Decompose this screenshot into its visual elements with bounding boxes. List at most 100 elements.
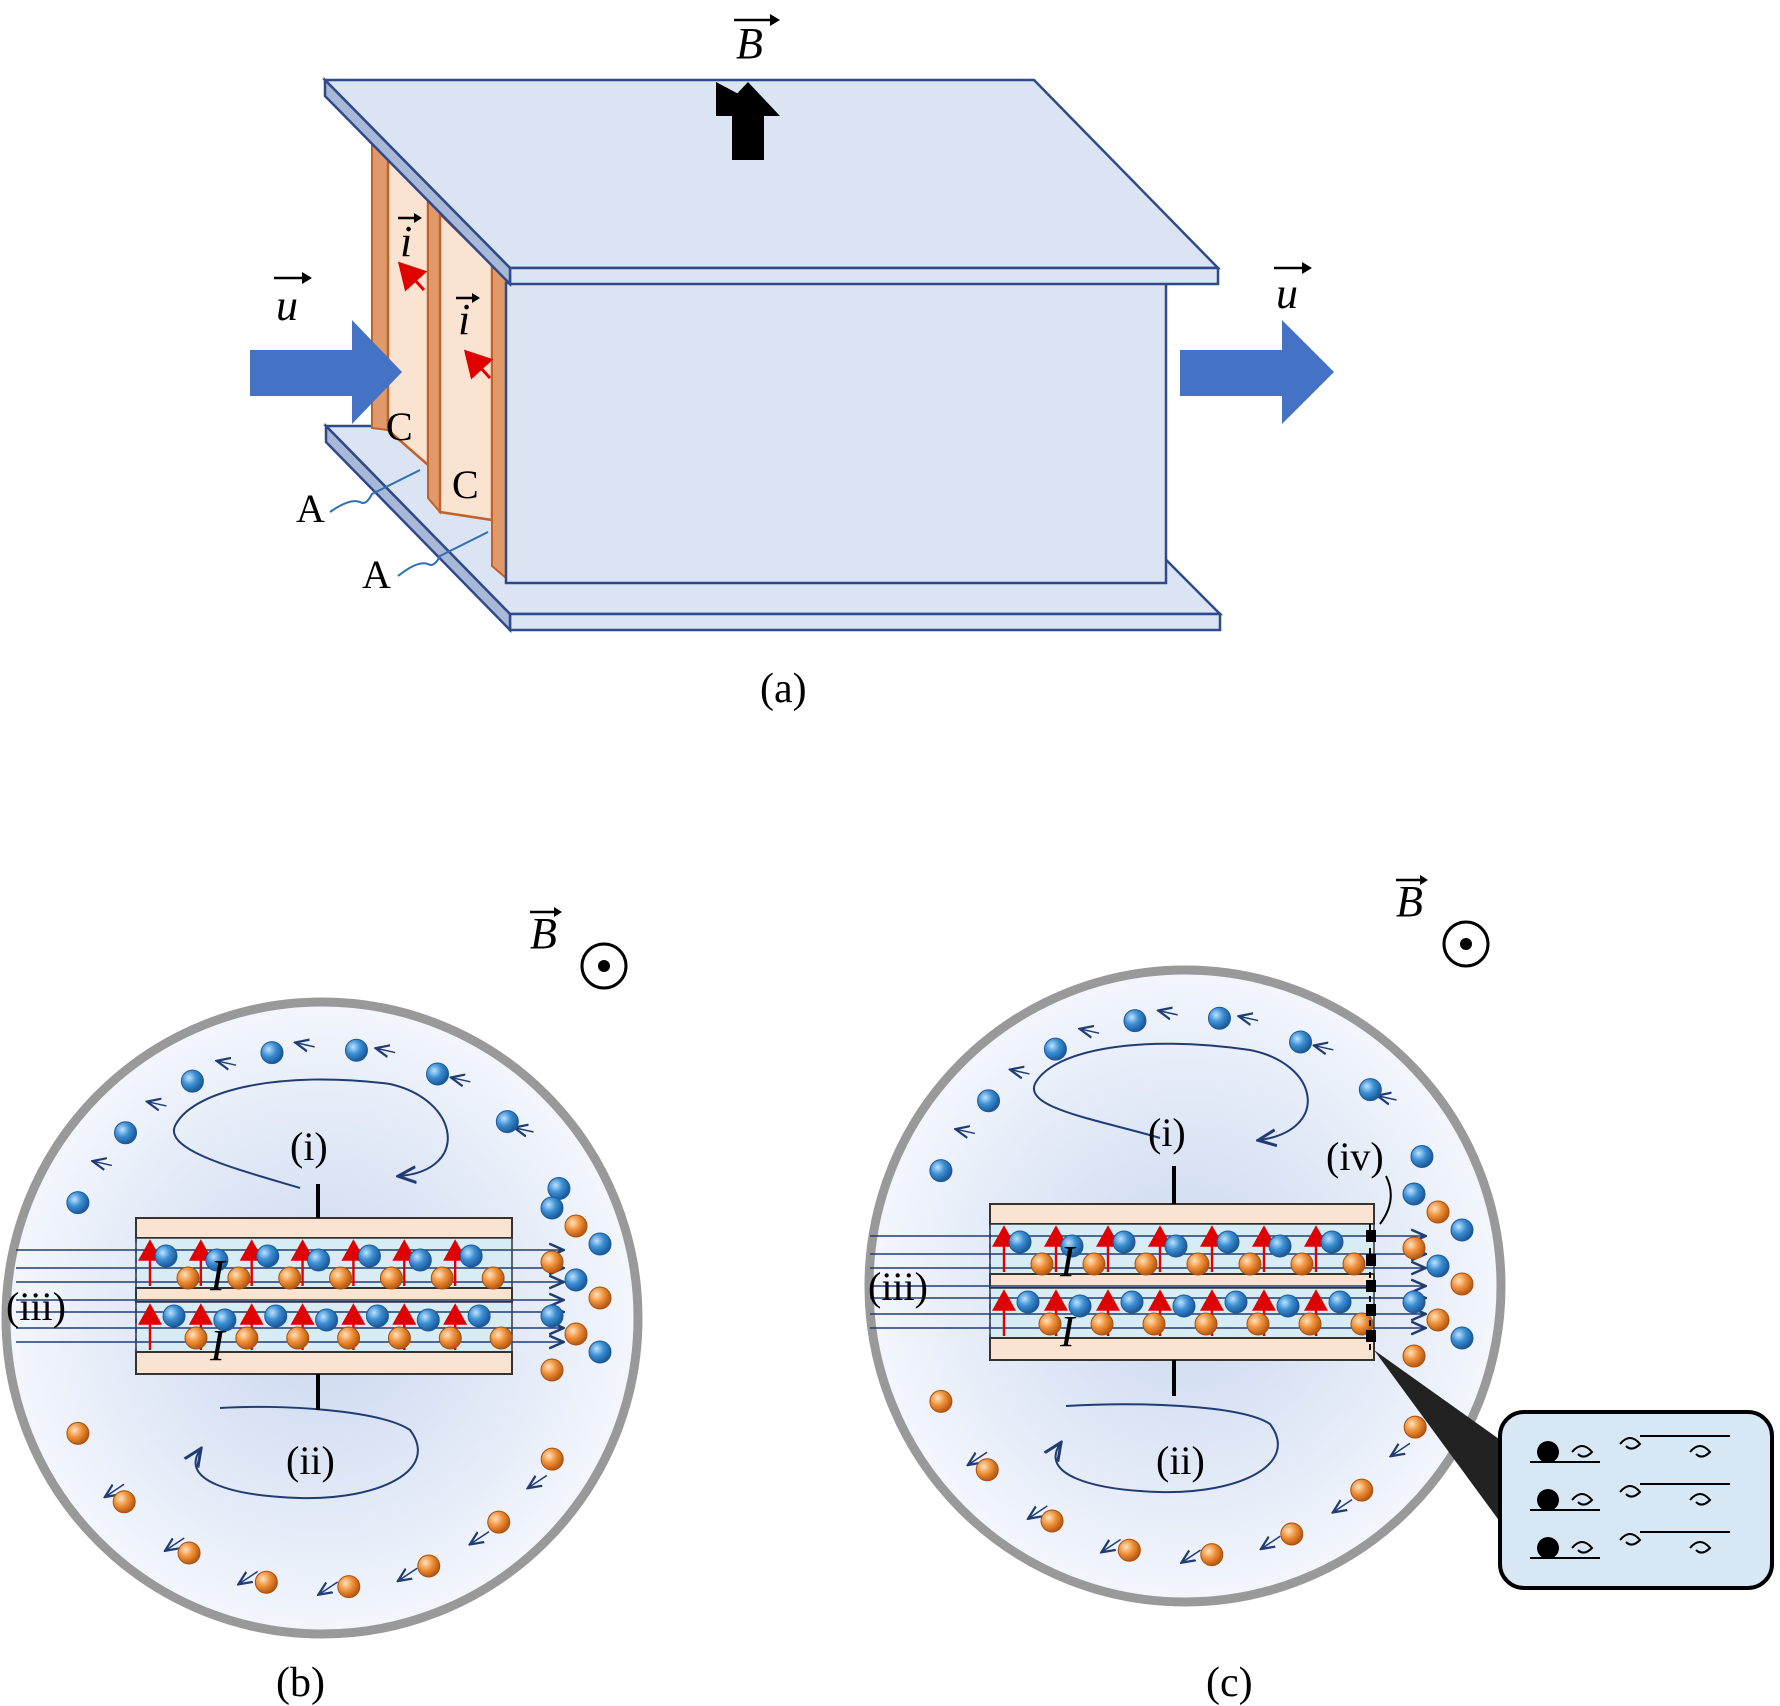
blue-particle bbox=[1410, 1145, 1434, 1169]
label-B-a: B bbox=[736, 19, 763, 68]
orange-particle bbox=[112, 1490, 136, 1514]
orange-particle bbox=[1038, 1312, 1062, 1336]
blue-particle bbox=[1402, 1182, 1426, 1206]
blue-particle bbox=[264, 1304, 288, 1328]
blue-particle bbox=[1008, 1230, 1032, 1254]
blue-particle bbox=[588, 1232, 612, 1256]
flow-arrow bbox=[516, 1128, 534, 1132]
orange-particle bbox=[1186, 1252, 1210, 1276]
flow-arrow bbox=[399, 1567, 418, 1580]
label-iii-b: (iii) bbox=[6, 1284, 66, 1329]
label-iv-c: (iv) bbox=[1326, 1134, 1384, 1179]
blue-particle bbox=[1164, 1234, 1188, 1258]
electrode-bottom-b bbox=[135, 1351, 513, 1375]
orange-particle bbox=[588, 1286, 612, 1310]
flow-arrow bbox=[969, 1451, 988, 1464]
blue-particle bbox=[180, 1069, 204, 1093]
blue-particle bbox=[408, 1248, 432, 1272]
flow-arrow bbox=[1029, 1505, 1048, 1518]
flow-arrow bbox=[471, 1530, 490, 1544]
particles-c bbox=[929, 1006, 1474, 1567]
exit-grid-iv bbox=[1366, 1224, 1376, 1350]
label-i-2: i bbox=[458, 295, 470, 344]
blue-particle bbox=[1426, 1254, 1450, 1278]
particle-dot bbox=[1537, 1441, 1559, 1463]
blue-particle bbox=[564, 1268, 588, 1292]
orange-particle bbox=[540, 1447, 564, 1471]
flow-arrow bbox=[1160, 1011, 1178, 1015]
blue-particle bbox=[1123, 1009, 1147, 1033]
blue-particle bbox=[1068, 1294, 1092, 1318]
electrode-third-a bbox=[491, 264, 507, 581]
blue-particle bbox=[260, 1041, 284, 1065]
blue-particle bbox=[1450, 1218, 1474, 1242]
orange-particle bbox=[1426, 1200, 1450, 1224]
orange-particle bbox=[286, 1326, 310, 1350]
blue-particle bbox=[540, 1304, 564, 1328]
blue-particle bbox=[547, 1177, 571, 1201]
blue-particle bbox=[588, 1340, 612, 1364]
flow-arrow bbox=[1081, 1029, 1100, 1033]
particle-dot bbox=[1537, 1489, 1559, 1511]
panel-b: (i) (ii) (iii) I I B (b) bbox=[1, 907, 643, 1706]
orange-particle bbox=[1402, 1344, 1426, 1368]
vector-head-icon bbox=[1302, 262, 1312, 274]
blue-particle bbox=[154, 1244, 178, 1268]
electrode-bottom-c bbox=[989, 1337, 1375, 1361]
blue-particle bbox=[1120, 1290, 1144, 1314]
flow-arrow bbox=[377, 1049, 396, 1053]
caption-c: (c) bbox=[1206, 1660, 1253, 1706]
label-ii-b: (ii) bbox=[286, 1438, 335, 1483]
label-u-out: u bbox=[1276, 269, 1298, 318]
orange-particle bbox=[1450, 1272, 1474, 1296]
flow-arrow bbox=[240, 1570, 259, 1584]
orange-particle bbox=[430, 1266, 454, 1290]
label-C-2: C bbox=[452, 462, 479, 507]
orange-particle bbox=[487, 1510, 511, 1534]
flow-arrow bbox=[148, 1102, 167, 1106]
orange-particle bbox=[1040, 1509, 1064, 1533]
swirl bbox=[1571, 1445, 1594, 1458]
field-loop-top-c bbox=[1033, 1042, 1309, 1140]
current-arrow-2 bbox=[463, 349, 494, 380]
caption-b: (b) bbox=[276, 1660, 325, 1706]
vector-head-icon bbox=[302, 272, 312, 284]
box-front bbox=[504, 281, 1168, 585]
flow-arrow bbox=[529, 1474, 548, 1487]
blue-particle bbox=[1450, 1326, 1474, 1350]
panel-a: B u u i i C C A A (a) bbox=[250, 14, 1334, 712]
orange-particle bbox=[1403, 1415, 1427, 1439]
orange-particle bbox=[1342, 1252, 1366, 1276]
orange-particle bbox=[1298, 1312, 1322, 1336]
field-loop-top-b bbox=[173, 1078, 449, 1189]
blue-particle bbox=[1289, 1030, 1313, 1054]
blue-particle bbox=[1224, 1290, 1248, 1314]
blue-particle bbox=[1112, 1230, 1136, 1254]
orange-particle bbox=[1030, 1252, 1054, 1276]
blue-particle bbox=[307, 1248, 331, 1272]
orange-particle bbox=[1280, 1522, 1304, 1546]
blue-particle bbox=[256, 1244, 280, 1268]
label-i-1: i bbox=[400, 217, 412, 266]
vector-head-icon bbox=[554, 907, 562, 917]
label-i-c: (i) bbox=[1148, 1110, 1186, 1155]
blue-particle bbox=[1268, 1234, 1292, 1258]
blue-particle bbox=[1043, 1037, 1067, 1061]
orange-particle bbox=[387, 1326, 411, 1350]
swirl bbox=[1619, 1437, 1642, 1450]
electrode-top-c bbox=[989, 1203, 1375, 1225]
blue-particle bbox=[344, 1038, 368, 1062]
vector-head-icon bbox=[770, 14, 780, 26]
flow-arrow bbox=[1379, 1096, 1397, 1100]
zoom-detail bbox=[1530, 1435, 1730, 1559]
blue-particle bbox=[213, 1308, 237, 1332]
label-B-c: B bbox=[1396, 877, 1423, 926]
electrode-top-b bbox=[135, 1217, 513, 1239]
blue-particle bbox=[1320, 1230, 1344, 1254]
blue-particle bbox=[357, 1244, 381, 1268]
orange-particle bbox=[1290, 1252, 1314, 1276]
blue-particle bbox=[540, 1196, 564, 1220]
orange-particle bbox=[176, 1266, 200, 1290]
orange-particle bbox=[379, 1266, 403, 1290]
orange-particle bbox=[1350, 1478, 1374, 1502]
